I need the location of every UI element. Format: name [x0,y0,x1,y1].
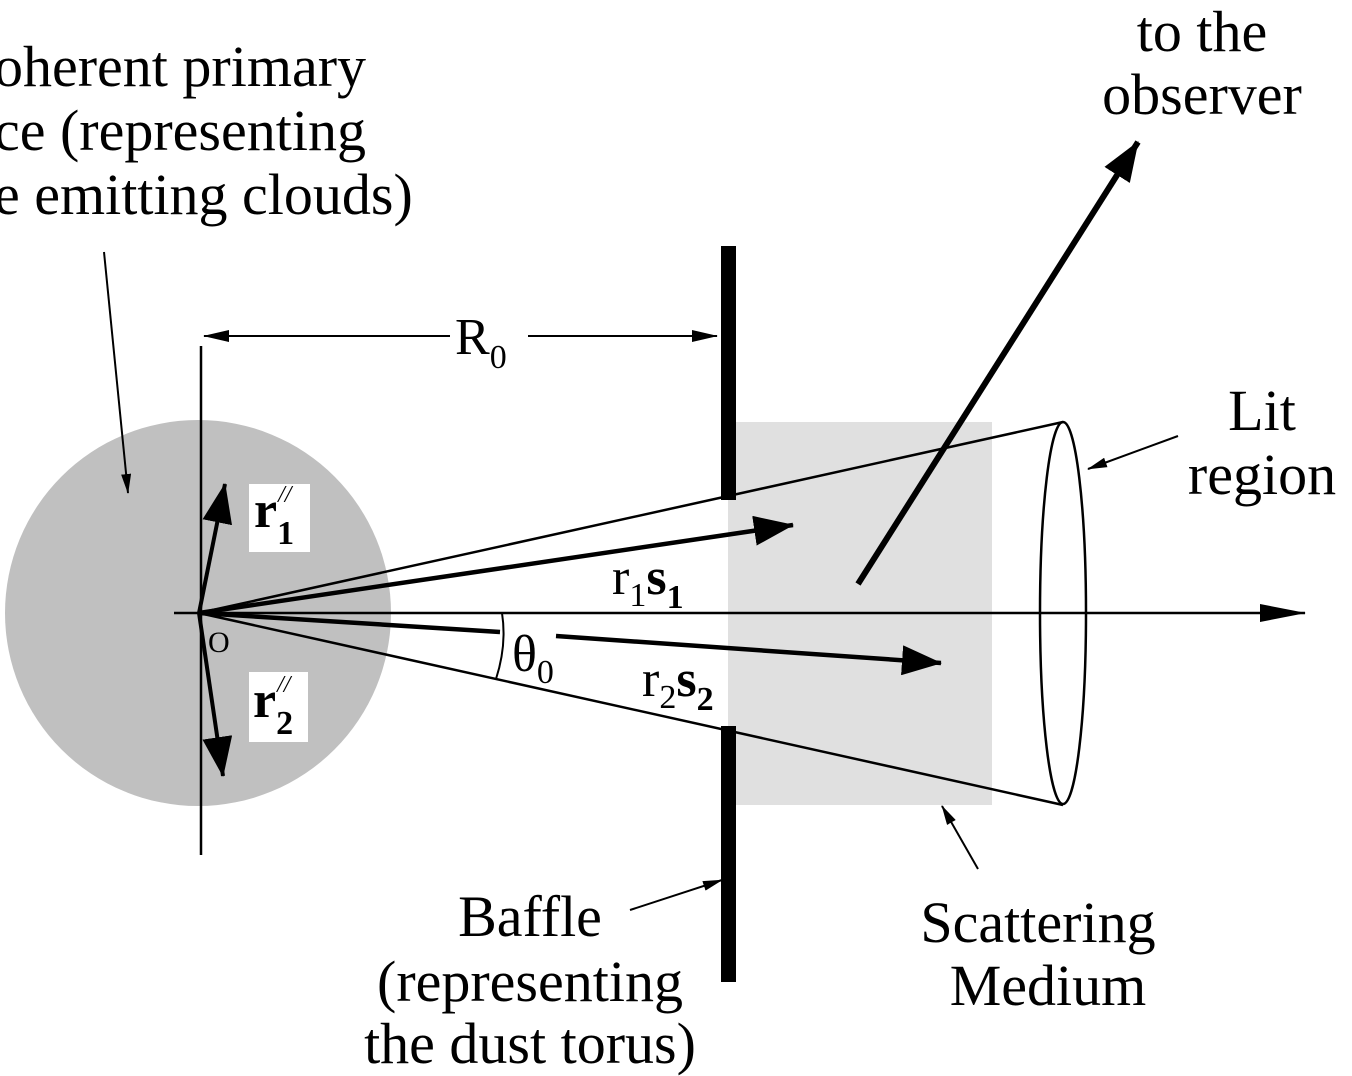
distance-label: R0 [455,309,507,376]
distance-label-main: R [455,309,490,366]
r1s1-label: r1s1 [612,549,684,616]
r1s1-s-sub: 1 [667,579,684,616]
r2s2-s-sub: 2 [697,681,714,718]
r2s2-r-sub: 2 [659,679,676,716]
r2-perp-sup: // [275,672,293,698]
origin-label: O [208,626,230,659]
medium-label-line-2: Medium [950,953,1147,1018]
angle-label-sub: 0 [537,654,554,691]
angle-label: θ0 [512,626,554,691]
source-label-line-3: e emitting clouds) [0,162,413,227]
source-leader-arrow [103,251,132,494]
baffle-label-line-1: Baffle [458,884,602,949]
baffle-upper-bar [721,246,736,500]
observer-label-line-2: observer [1102,62,1302,127]
r2-perp-label-box [249,672,308,742]
r1s1-r: r [612,549,629,606]
angle-label-main: θ [512,626,537,683]
r2s2-r: r [642,651,659,708]
r1s1-s: s [646,549,666,606]
lit-region-label-line-1: Lit [1228,378,1296,443]
r2-perp-main: r [253,672,276,729]
r2s2-label: r2s2 [642,651,714,718]
baffle-label-line-2: (representing [377,949,683,1014]
vector-r1s1-arrow [198,515,794,616]
baffle-leader-arrow [629,879,723,911]
distance-label-sub: 0 [490,339,507,376]
r1s1-r-sub: 1 [629,577,646,614]
r1-perp-sup: // [276,482,294,508]
r1-perp-label-box [249,484,310,552]
lit-region-ellipse [1038,420,1088,806]
medium-label-line-1: Scattering [920,890,1155,955]
baffle-lower-bar [721,726,736,982]
r1-perp-main: r [254,482,277,539]
distance-label-gap [450,315,528,359]
angle-arc [495,612,505,680]
lit-region-label-line-2: region [1188,442,1336,507]
source-label-line-2: ce (representing [0,98,366,163]
lit-region-leader-arrow [1087,435,1179,470]
observer-label-line-1: to the [1137,0,1267,64]
r2-perp-sub: 2 [276,705,293,742]
vector-r1-perp-arrow [197,483,232,614]
source-label-line-1: oherent primary [0,34,366,99]
vector-r2s2-arrow-second [555,633,942,676]
r1-perp-sub: 1 [277,515,294,552]
cone-lower-edge [198,611,1064,807]
r2-perp-label: r2 // [253,672,293,742]
vector-r2s2-arrow-first [198,610,501,635]
vector-r2-perp-arrow [197,612,233,777]
cone-upper-edge [198,420,1064,615]
r2s2-s: s [676,651,696,708]
r1-perp-label: r1 // [254,482,294,552]
baffle-label-line-3: the dust torus) [364,1011,696,1076]
observer-direction-arrow [855,140,1141,586]
medium-leader-arrow [941,805,979,870]
